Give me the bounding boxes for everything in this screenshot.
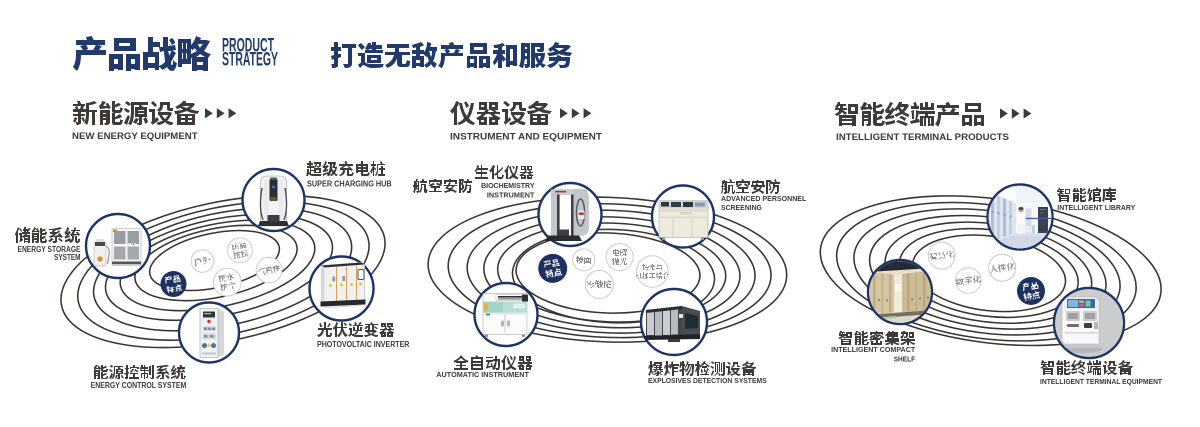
svg-text:SYSTEM: SYSTEM [54, 253, 81, 262]
svg-text:INSTRUMENT AND EQUIPMENT: INSTRUMENT AND EQUIPMENT [450, 132, 603, 142]
svg-text:ENERGY STORAGE: ENERGY STORAGE [18, 245, 82, 254]
svg-text:STRATEGY: STRATEGY [222, 50, 278, 71]
svg-text:PRODUCT: PRODUCT [222, 36, 274, 57]
svg-text:NEW ENERGY EQUIPMENT: NEW ENERGY EQUIPMENT [72, 131, 198, 141]
svg-text:SUPER CHARGING HUB: SUPER CHARGING HUB [307, 179, 392, 188]
svg-text:INTELLIGENT TERMINAL EQUIPMENT: INTELLIGENT TERMINAL EQUIPMENT [1040, 377, 1162, 386]
svg-text:INTELLIGENT COMPACT: INTELLIGENT COMPACT [831, 347, 916, 354]
svg-text:BIOCHEMISTRY: BIOCHEMISTRY [481, 181, 534, 190]
svg-text:EXPLOSIVES DETECTION SYSTEMS: EXPLOSIVES DETECTION SYSTEMS [648, 376, 767, 385]
svg-text:INSTRUMENT: INSTRUMENT [487, 191, 535, 200]
svg-text:AUTOMATIC INSTRUMENT: AUTOMATIC INSTRUMENT [436, 370, 529, 379]
svg-text:ADVANCED PERSONNEL: ADVANCED PERSONNEL [721, 196, 807, 203]
svg-text:INTELLIGENT LIBRARY: INTELLIGENT LIBRARY [1057, 205, 1135, 212]
svg-text:SCREENING: SCREENING [721, 205, 762, 212]
svg-text:INTELLIGENT TERMINAL PRODUCTS: INTELLIGENT TERMINAL PRODUCTS [836, 132, 1009, 142]
svg-text:ENERGY CONTROL SYSTEM: ENERGY CONTROL SYSTEM [91, 381, 187, 390]
svg-text:SHELF: SHELF [894, 357, 916, 364]
svg-text:PHOTOVOLTAIC INVERTER: PHOTOVOLTAIC INVERTER [317, 340, 410, 349]
